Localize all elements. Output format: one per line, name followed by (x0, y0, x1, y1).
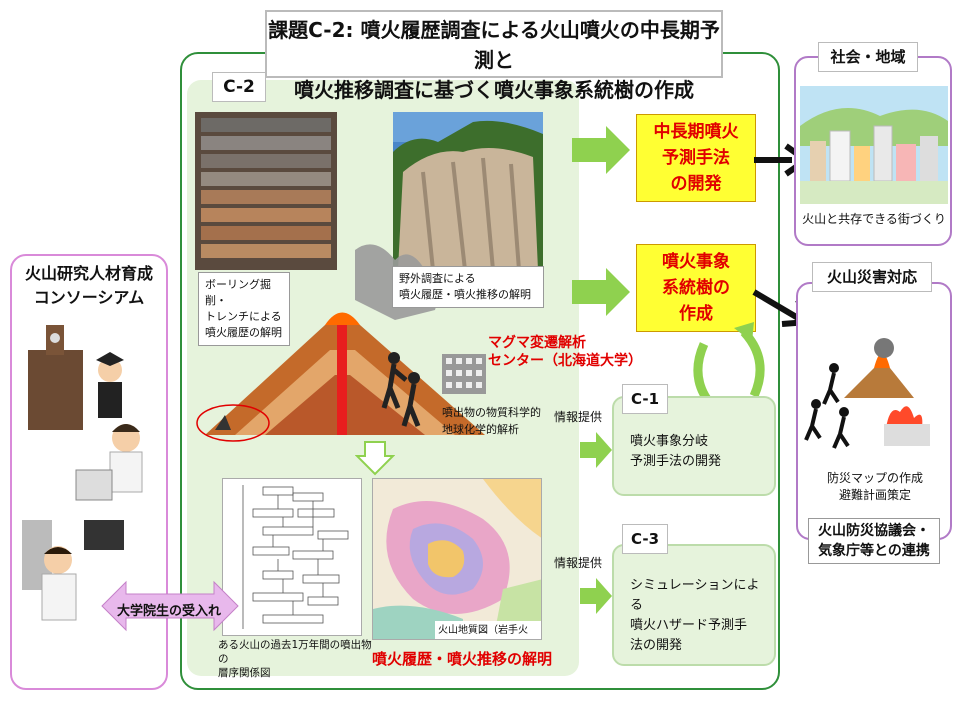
arrow-to-c1-icon (580, 432, 612, 468)
arrow-to-midterm-icon (572, 126, 630, 174)
arrow-to-c3-icon (580, 578, 612, 614)
boring-core-photo (195, 112, 337, 270)
boring-caption: ボーリング掘削・ トレンチによる 噴火履歴の解明 (198, 272, 290, 346)
disaster-response-tag: 火山災害対応 (812, 262, 932, 292)
running-people-icon (804, 363, 850, 449)
scientist-male-icon (22, 520, 124, 621)
student-acceptance-label: 大学院生の受入れ (116, 604, 221, 619)
title-line-2: 噴火推移調査に基づく噴火事象系統樹の作成 (294, 78, 694, 102)
geological-map-caption: 火山地質図（岩手火山） (435, 621, 541, 639)
volcano-illustration (196, 244, 485, 442)
stratigraphy-caption: ある火山の過去1万年間の噴出物の 層序関係図 (218, 639, 372, 679)
event-tree-box: 噴火事象 系統樹の 作成 (636, 244, 756, 332)
arrow-to-eventtree-icon (572, 268, 630, 316)
diagram-title: 課題C-2: 噴火履歴調査による火山噴火の中長期予測と 噴火推移調査に基づく噴火… (265, 10, 723, 102)
researcher-illustrations (22, 325, 143, 621)
stratigraphy-chart (222, 478, 362, 636)
double-arrow-icon (101, 580, 239, 632)
geological-map: 火山地質図（岩手火山） (372, 478, 542, 640)
graduate-icon (96, 352, 124, 418)
midterm-prediction-box: 中長期噴火 予測手法 の開発 (636, 114, 756, 202)
c3-tag: C-3 (622, 524, 668, 554)
c1-info-label: 情報提供 (554, 410, 603, 424)
field-researchers-icon (381, 352, 421, 427)
c3-box: シミュレーションによる 噴火ハザード予測手 法の開発 (612, 544, 776, 666)
core-samples-image (201, 118, 331, 258)
cooperation-label: 火山防災協議会・ 気象庁等との連携 (808, 518, 940, 564)
society-caption: 火山と共存できる街づくり (802, 212, 946, 226)
fire-icon (884, 406, 930, 446)
field-survey-caption: 野外調査による 噴火履歴・噴火推移の解明 (392, 266, 544, 308)
title-line-1: 課題C-2: 噴火履歴調査による火山噴火の中長期予測と (268, 18, 720, 72)
city-illustration (800, 86, 948, 204)
consortium-title: 火山研究人材育成 コンソーシアム (24, 264, 153, 307)
geological-map-image (373, 479, 541, 639)
society-tag: 社会・地域 (818, 42, 918, 72)
scientist-female-icon (75, 424, 143, 501)
disaster-response-box (796, 282, 952, 540)
stratigraphy-diagram (242, 485, 349, 629)
magma-center-label: マグマ変遷解析 センター（北海道大学） (488, 335, 642, 369)
down-arrow-icon (355, 441, 395, 476)
university-building-icon (442, 354, 486, 394)
c1-tag: C-1 (622, 384, 668, 414)
disaster-caption: 防災マップの作成 避難計画策定 (826, 471, 923, 502)
outcrop-image (393, 112, 543, 270)
c2-tag: C-2 (212, 72, 266, 102)
analysis-caption: 噴出物の物質科学的 地球化学的解析 (442, 406, 541, 436)
c3-info-label: 情報提供 (554, 556, 603, 570)
evacuation-illustration (804, 338, 930, 449)
eruption-history-title: 噴火履歴・噴火推移の解明 (372, 650, 553, 668)
university-tower-icon (28, 325, 83, 430)
outcrop-photo (393, 112, 543, 270)
